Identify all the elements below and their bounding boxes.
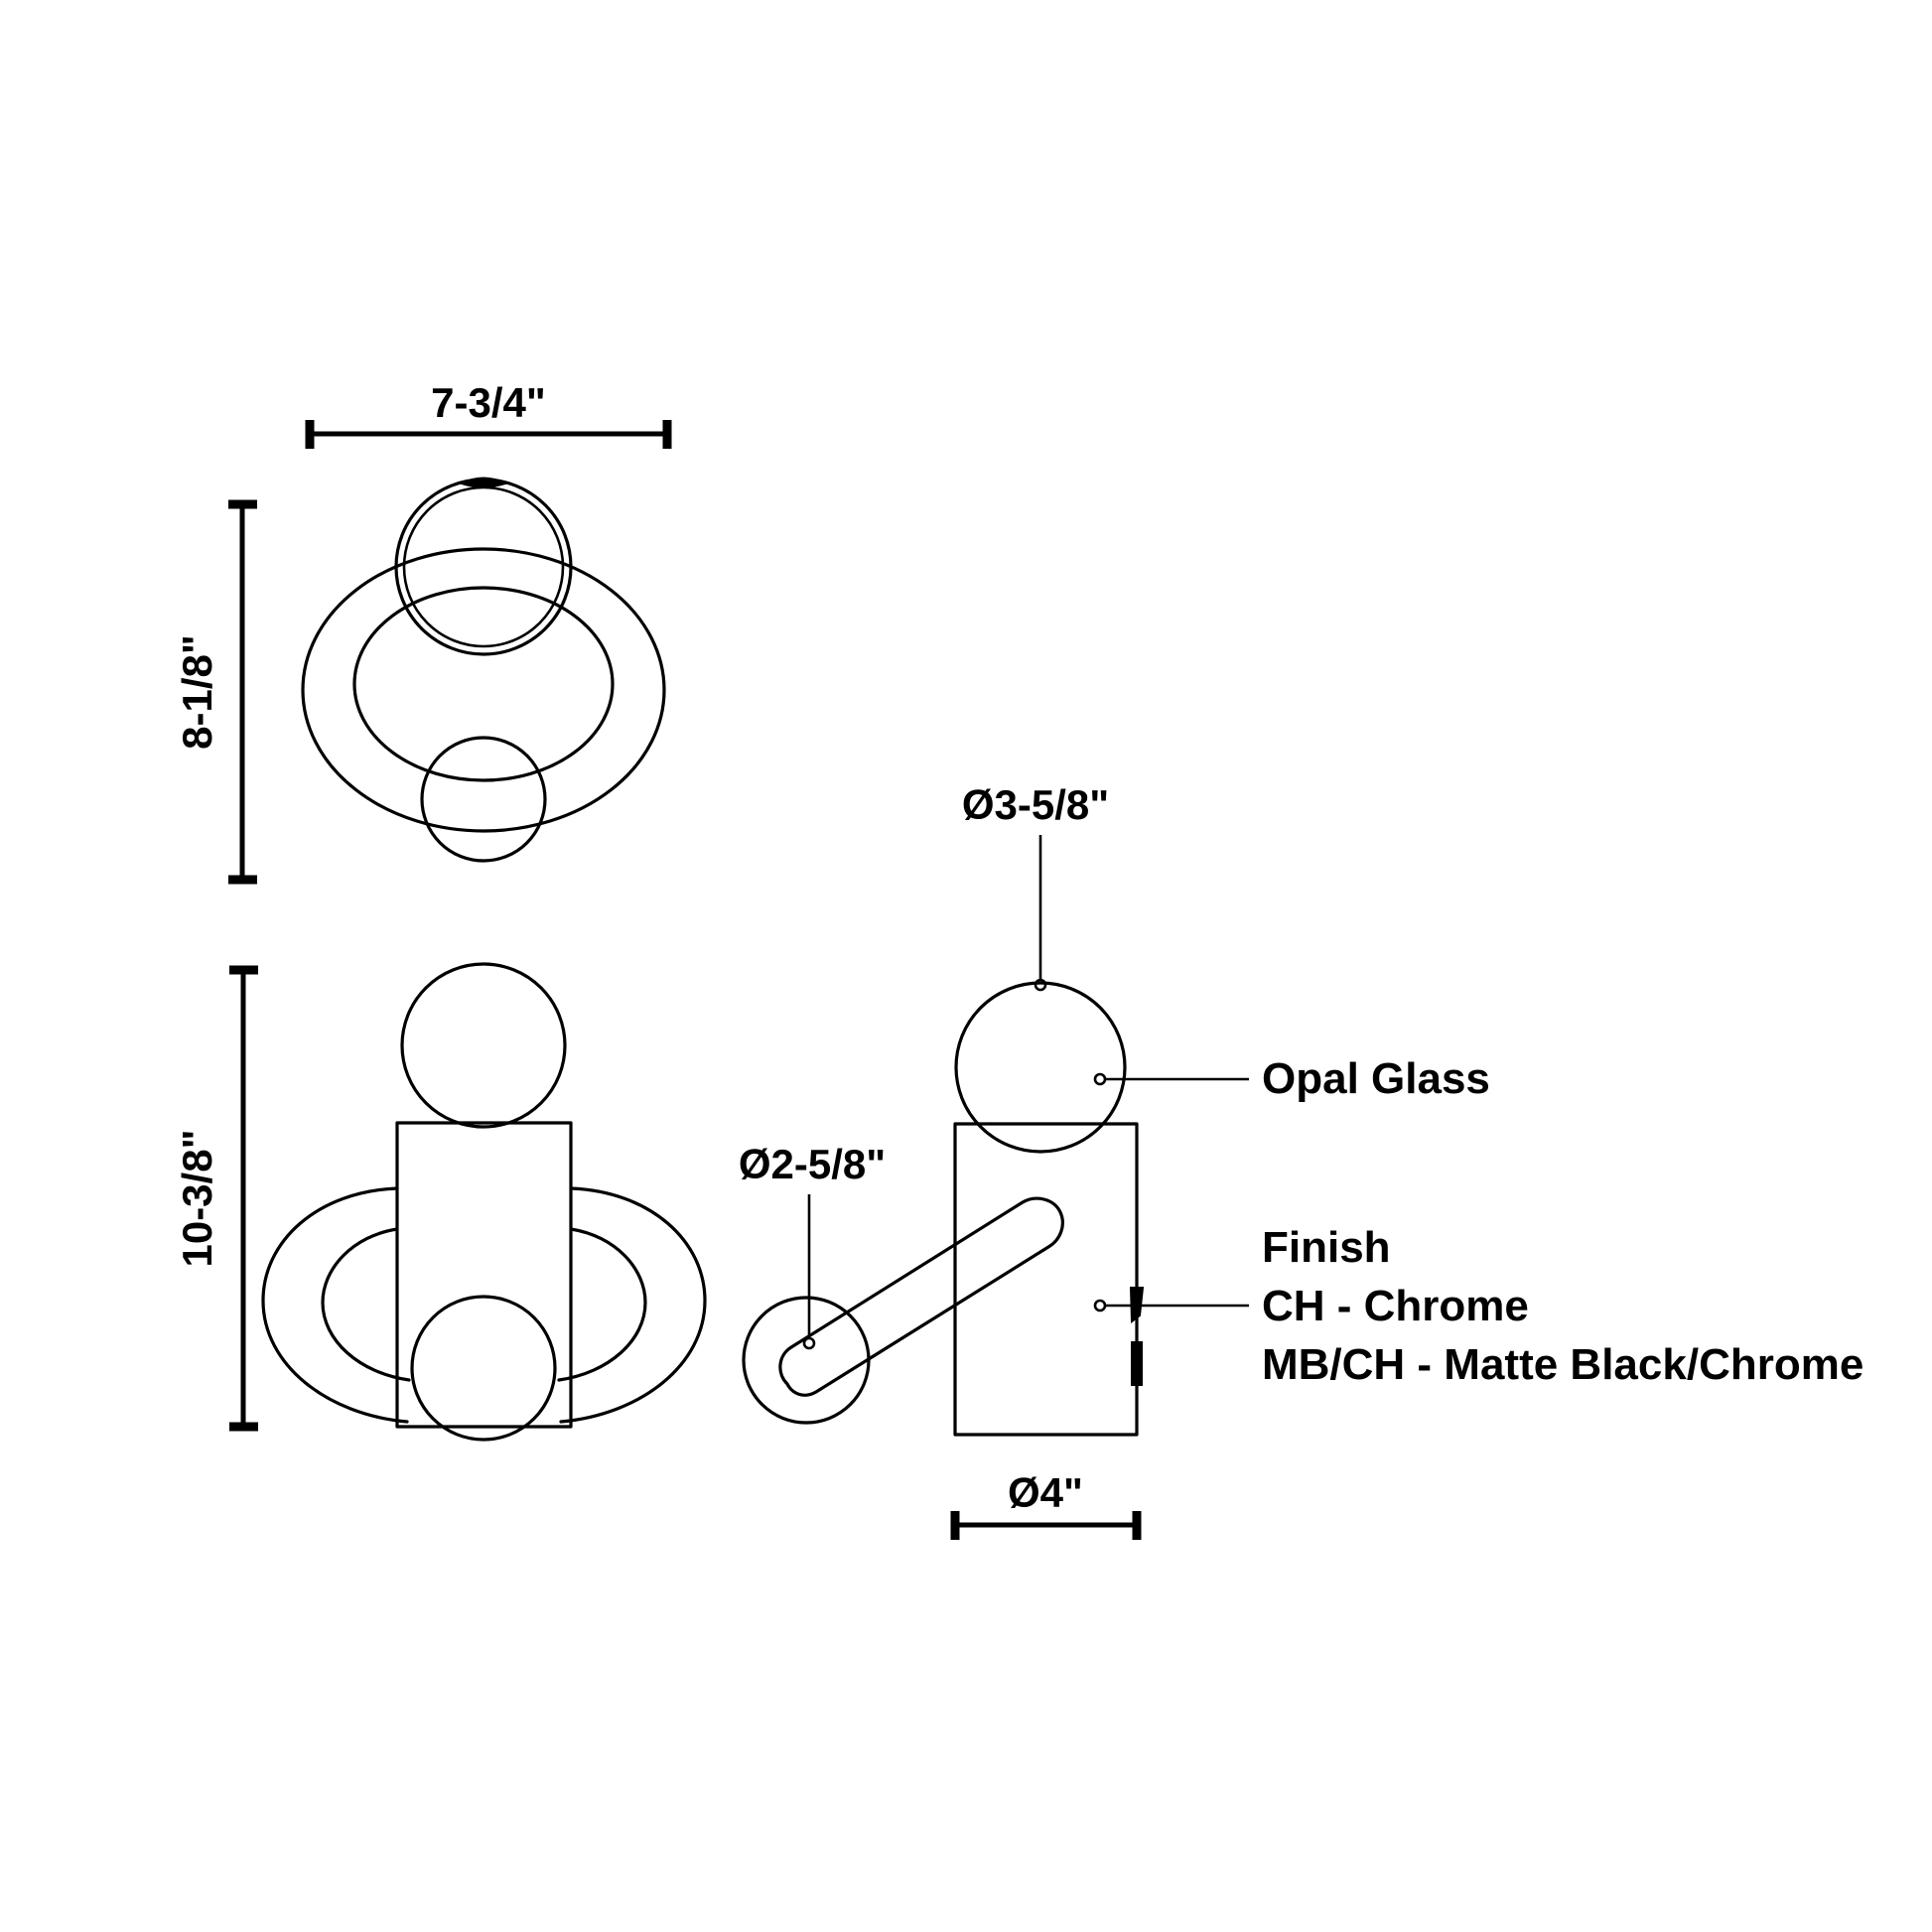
- front-view-ring-inner: [321, 1227, 647, 1382]
- top-view-backplate-inner: [402, 485, 565, 648]
- finish-option-chrome-label: CH - Chrome: [1262, 1282, 1529, 1330]
- top-view-ring-outer: [301, 547, 666, 833]
- ring-tube-diameter-leader-dot: [802, 1336, 816, 1350]
- front-view-bottom-sphere: [410, 1295, 557, 1442]
- front-view-top-globe: [400, 962, 567, 1129]
- opal-glass-callout: Opal Glass: [1093, 1054, 1490, 1103]
- finish-leader-dot: [1093, 1299, 1107, 1312]
- side-view-cord-detail: [1131, 1341, 1143, 1386]
- top-view-width-dimension: 7-3/4": [305, 379, 672, 449]
- top-view-width-label: 7-3/4": [431, 379, 546, 426]
- side-view-ring-tube: [778, 1196, 1064, 1397]
- backplate-diameter-dimension: Ø4": [950, 1469, 1142, 1540]
- top-view: [301, 477, 666, 863]
- side-view-ring-end-cap: [742, 1296, 871, 1425]
- top-view-glass-sphere: [420, 736, 547, 863]
- front-view-body-rectangle: [395, 1121, 573, 1429]
- finish-heading-label: Finish: [1262, 1223, 1391, 1272]
- ring-tube-diameter-callout: Ø2-5/8": [739, 1141, 886, 1350]
- opal-glass-leader-dot: [1093, 1072, 1107, 1086]
- side-view-body-rectangle: [953, 1122, 1139, 1437]
- finish-callout: Finish CH - Chrome MB/CH - Matte Black/C…: [1093, 1223, 1863, 1389]
- top-view-backplate-outer: [394, 478, 573, 656]
- top-view-mounting-nub: [459, 477, 508, 488]
- glass-diameter-callout: Ø3-5/8": [962, 781, 1109, 992]
- top-view-height-label: 8-1/8": [174, 634, 220, 750]
- front-view-height-dimension: 10-3/8": [174, 965, 258, 1432]
- top-view-height-dimension: 8-1/8": [174, 499, 257, 885]
- glass-diameter-label: Ø3-5/8": [962, 781, 1109, 828]
- side-view-glass-globe: [954, 981, 1127, 1154]
- top-view-ring-inner: [352, 586, 615, 782]
- finish-option-matte-black-chrome-label: MB/CH - Matte Black/Chrome: [1262, 1340, 1863, 1389]
- backplate-diameter-label: Ø4": [1008, 1469, 1083, 1516]
- ring-tube-diameter-label: Ø2-5/8": [739, 1141, 886, 1187]
- side-view: [742, 981, 1145, 1437]
- opal-glass-label: Opal Glass: [1262, 1054, 1490, 1103]
- front-view-height-label: 10-3/8": [174, 1129, 220, 1267]
- front-view-ring-outer: [261, 1186, 707, 1424]
- front-view: [261, 962, 707, 1442]
